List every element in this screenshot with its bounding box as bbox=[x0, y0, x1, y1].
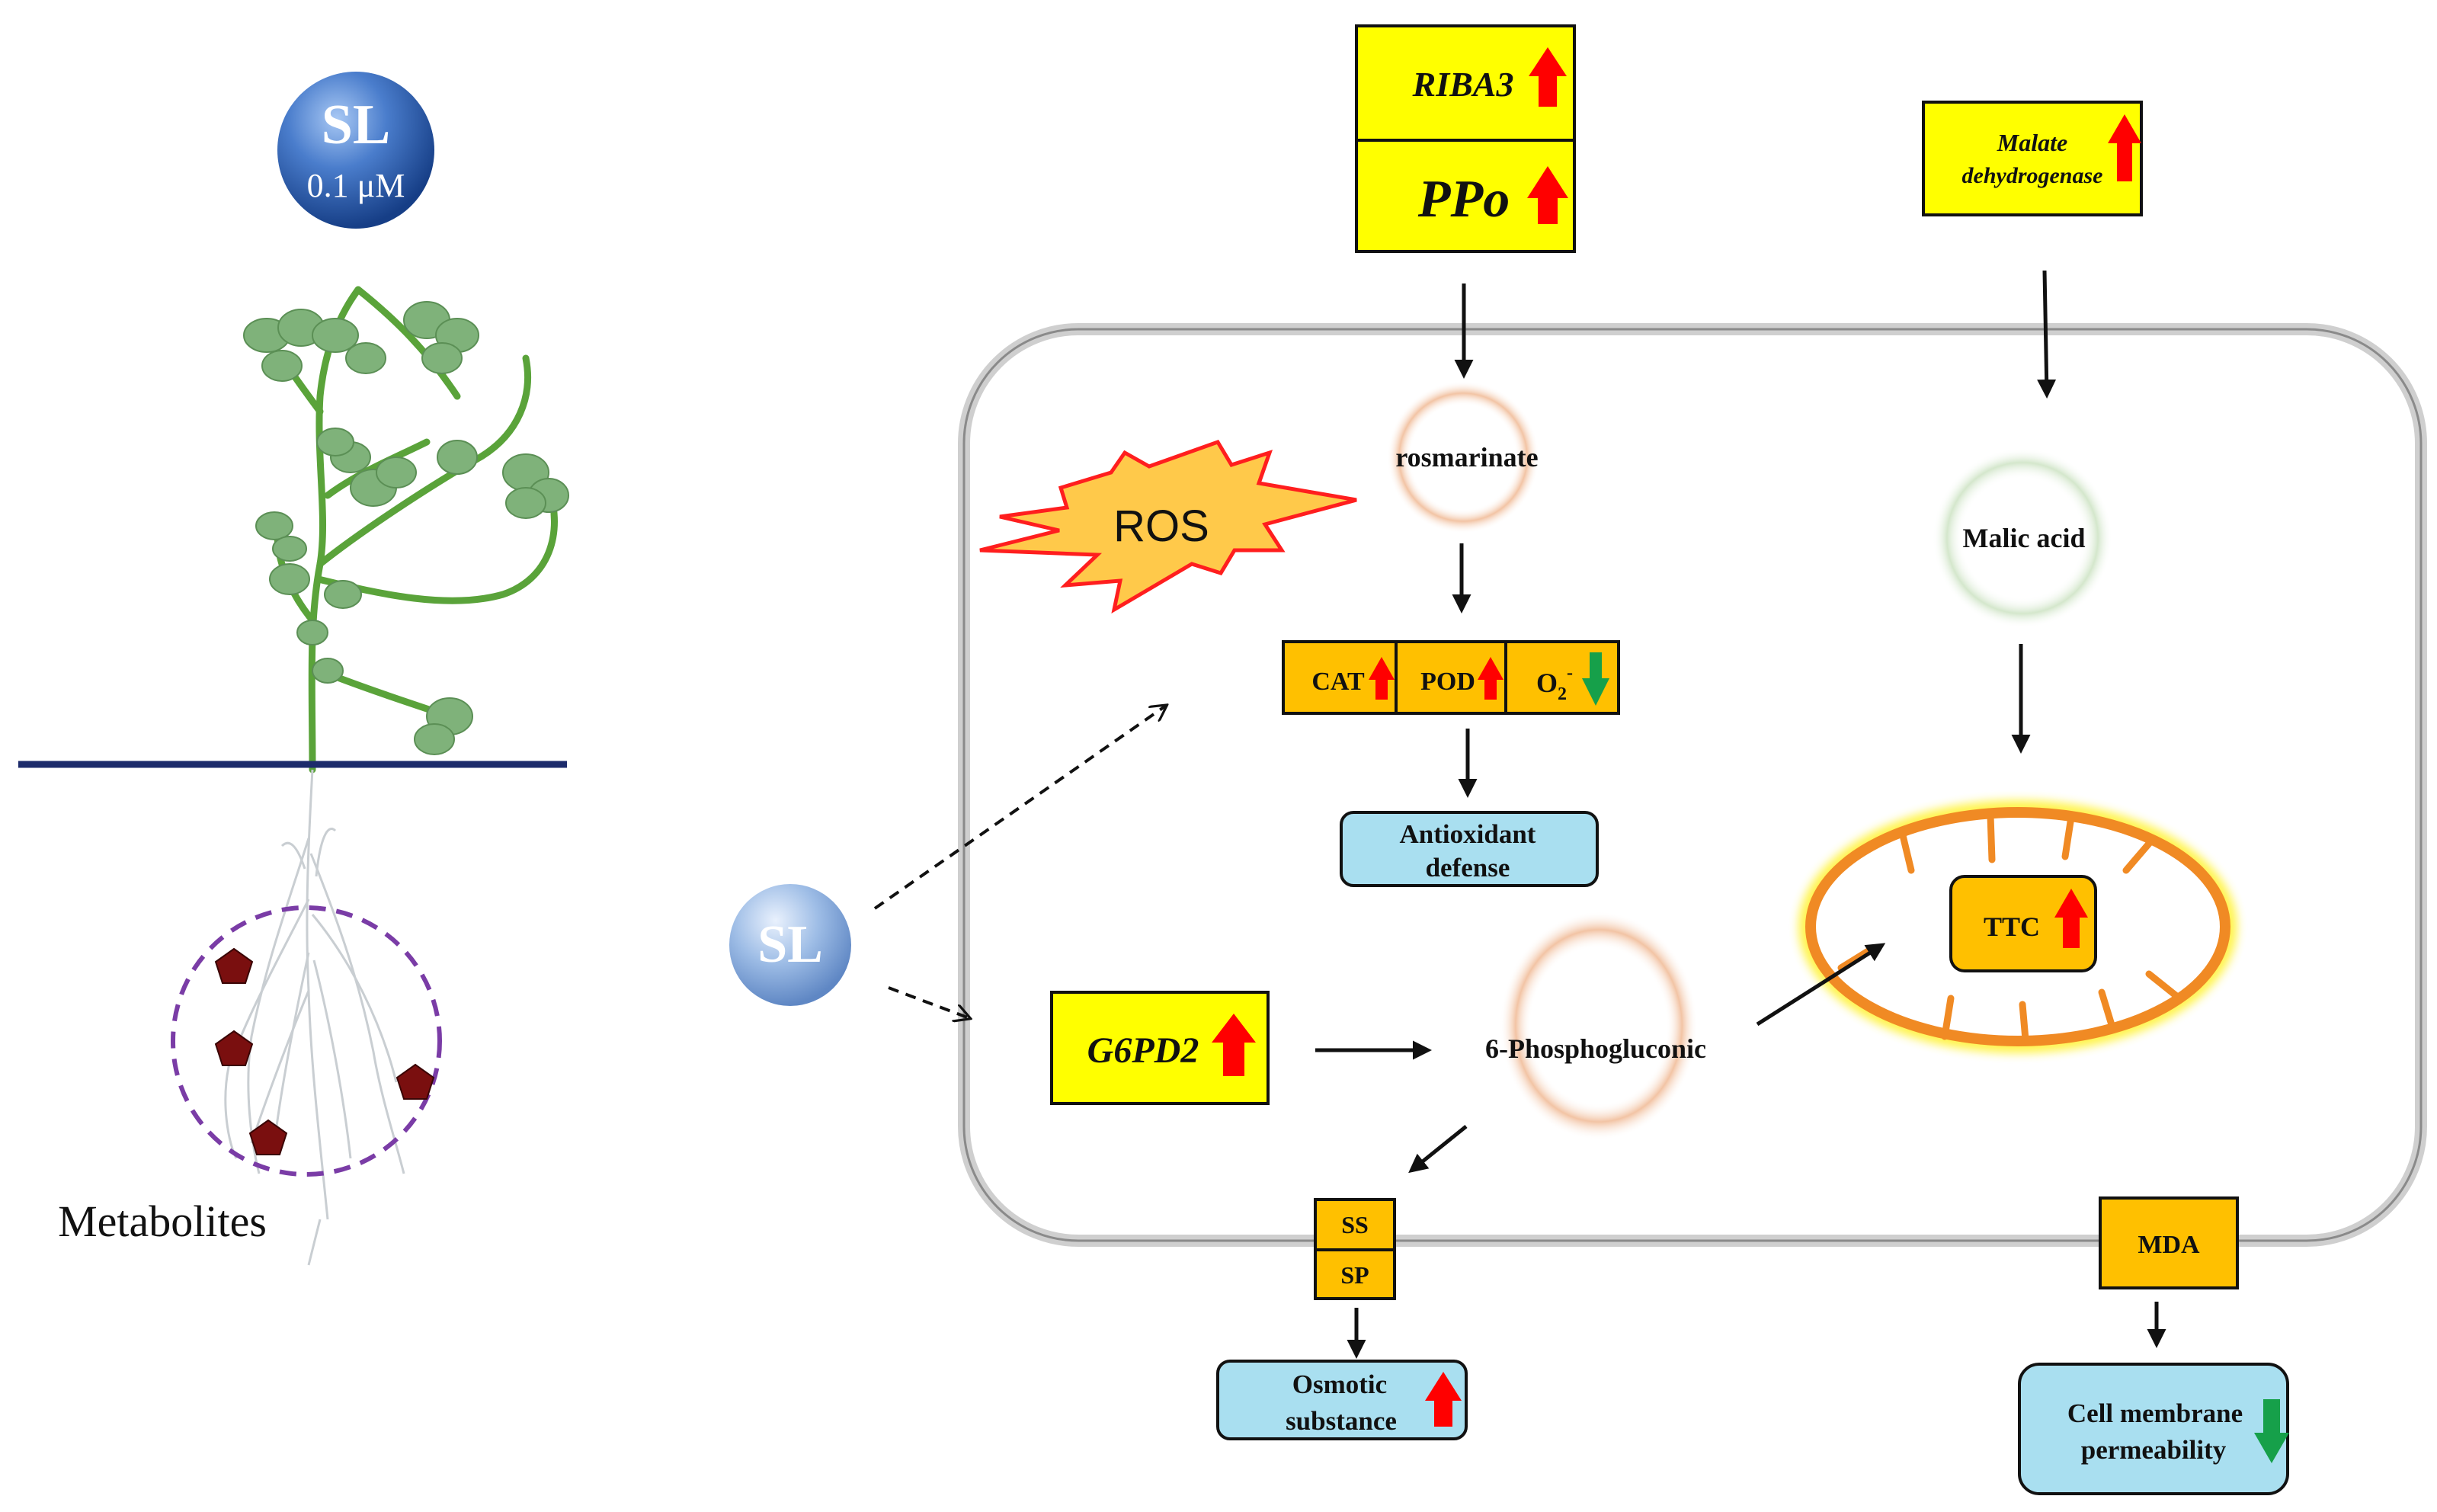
rosmarinate-label: rosmarinate bbox=[1395, 442, 1538, 472]
membrane-line1: Cell membrane bbox=[2067, 1398, 2243, 1428]
riba3-label: RIBA3 bbox=[1412, 65, 1514, 104]
antioxidant-line2: defense bbox=[1426, 853, 1510, 883]
phosphogluconic-node: 6-Phosphogluconic bbox=[1485, 911, 1706, 1140]
riba3-ppo-box: RIBA3 PPo bbox=[1355, 24, 1576, 253]
sl-sphere-icon bbox=[277, 72, 434, 229]
plant-stems bbox=[263, 286, 558, 774]
plant-illustration: Metabolites bbox=[18, 286, 569, 1266]
mitochondrion: TTC bbox=[1798, 800, 2237, 1053]
membrane-permeability-box: Cell membrane permeability bbox=[2018, 1363, 2289, 1495]
up-arrow-icon bbox=[1527, 166, 1568, 224]
sl-badge-label: SL bbox=[322, 94, 391, 156]
arrow-malate-malic bbox=[2037, 270, 2057, 399]
malate-line2: dehydrogenase bbox=[1962, 163, 2103, 188]
malic-acid-node: Malic acid bbox=[1933, 448, 2112, 628]
malate-line1: Malate bbox=[1997, 129, 2067, 156]
up-arrow-icon bbox=[1529, 47, 1567, 107]
up-arrow-icon bbox=[2054, 889, 2088, 948]
sp-box bbox=[1314, 1248, 1396, 1300]
pentagon-icon bbox=[214, 1030, 254, 1066]
antioxidant-line1: Antioxidant bbox=[1400, 819, 1536, 849]
malate-dehydrogenase-box: Malate dehydrogenase bbox=[1922, 101, 2143, 216]
rhizosphere-circle bbox=[171, 905, 442, 1177]
membrane-line2: permeability bbox=[2081, 1435, 2227, 1465]
g6pd2-box: G6PD2 bbox=[1050, 991, 1270, 1105]
ppo-label: PPo bbox=[1417, 170, 1510, 229]
up-arrow-icon bbox=[1369, 657, 1395, 700]
ss-sp-box: SS SP bbox=[1314, 1198, 1396, 1300]
pod-label: POD bbox=[1420, 668, 1475, 696]
pentagon-icon bbox=[248, 1119, 288, 1155]
rosmarinate-node: rosmarinate bbox=[1387, 381, 1539, 533]
up-arrow-icon bbox=[2108, 114, 2141, 181]
antioxidant-box bbox=[1340, 811, 1599, 887]
ros-label: ROS bbox=[1113, 501, 1209, 551]
down-arrow-icon bbox=[1582, 652, 1609, 706]
sp-label: SP bbox=[1340, 1261, 1369, 1289]
g6pd2-label: G6PD2 bbox=[1087, 1030, 1199, 1071]
o2-label: O2- bbox=[1536, 663, 1573, 704]
sl-sphere-icon bbox=[729, 884, 851, 1006]
osmotic-box bbox=[1216, 1360, 1468, 1440]
arrow-phospho-ss bbox=[1408, 1125, 1468, 1174]
starburst-icon bbox=[979, 439, 1357, 614]
ros-burst: ROS bbox=[979, 439, 1357, 614]
pentagon-icon bbox=[395, 1063, 435, 1100]
pentagon-icon bbox=[214, 947, 254, 984]
antioxidant-defense-box: Antioxidant defense bbox=[1340, 811, 1599, 887]
osmotic-line2: substance bbox=[1286, 1406, 1397, 1436]
plant-roots bbox=[224, 769, 405, 1266]
up-arrow-icon bbox=[1478, 657, 1504, 700]
phosphogluconic-ring bbox=[1500, 911, 1698, 1140]
sl-badge-dose: 0.1 μM bbox=[307, 167, 405, 204]
plant-leaves bbox=[243, 301, 569, 755]
mitochondrion-cristae bbox=[1837, 812, 2183, 1043]
ss-box bbox=[1314, 1198, 1396, 1251]
cell-outline-inner bbox=[962, 328, 2423, 1242]
riba3-box bbox=[1355, 24, 1576, 142]
phosphogluconic-label: 6-Phosphogluconic bbox=[1485, 1033, 1706, 1064]
mda-rect bbox=[2099, 1196, 2239, 1289]
ttc-box bbox=[1949, 875, 2097, 972]
mda-box: MDA bbox=[2099, 1196, 2239, 1289]
cat-label: CAT bbox=[1311, 668, 1365, 696]
up-arrow-icon bbox=[1425, 1372, 1462, 1427]
ss-label: SS bbox=[1341, 1211, 1369, 1238]
antioxidant-enzymes-row: CAT POD O2- bbox=[1282, 640, 1620, 715]
sl-center-label: SL bbox=[757, 915, 823, 974]
sl-dose-badge: SL 0.1 μM bbox=[277, 72, 434, 229]
malic-acid-ring bbox=[1933, 448, 2112, 628]
malic-acid-label: Malic acid bbox=[1963, 523, 2086, 553]
membrane-box bbox=[2018, 1363, 2289, 1495]
metabolites-label: Metabolites bbox=[58, 1196, 267, 1246]
sl-center-badge: SL bbox=[729, 884, 851, 1006]
dashed-arrow-sl-ros bbox=[873, 706, 1166, 910]
osmotic-line1: Osmotic bbox=[1292, 1369, 1387, 1399]
metabolite-pentagons bbox=[214, 947, 435, 1155]
rosmarinate-ring bbox=[1387, 381, 1539, 533]
arrow-phospho-ttc bbox=[1756, 943, 1886, 1027]
osmotic-substance-box: Osmotic substance bbox=[1216, 1360, 1468, 1440]
malate-box bbox=[1922, 101, 2143, 216]
up-arrow-icon bbox=[1212, 1014, 1256, 1076]
ttc-label: TTC bbox=[1984, 911, 2040, 942]
dashed-arrow-sl-cell bbox=[888, 986, 969, 1018]
down-arrow-icon bbox=[2254, 1399, 2289, 1463]
mda-label: MDA bbox=[2138, 1231, 2200, 1259]
